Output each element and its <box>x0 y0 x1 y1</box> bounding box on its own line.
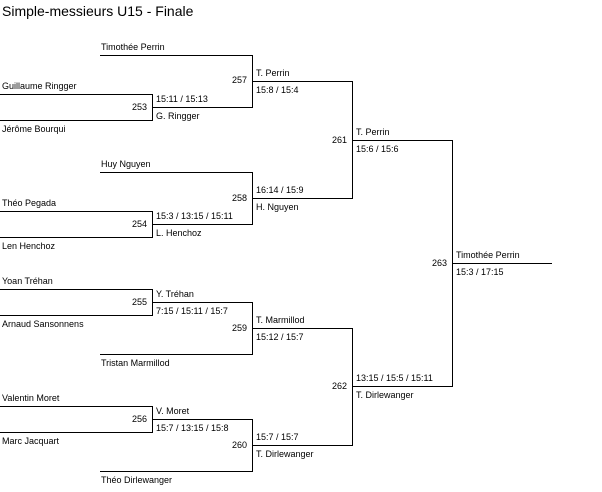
match-winner: T. Marmillod <box>256 315 305 325</box>
match-score: 15:6 / 15:6 <box>356 144 399 154</box>
match-number: 260 <box>231 440 247 450</box>
player-name: Jérôme Bourqui <box>2 124 66 134</box>
bracket-line <box>452 263 552 264</box>
match-score: 15:11 / 15:13 <box>156 94 208 104</box>
bracket-line <box>0 289 153 290</box>
match-number: 256 <box>131 414 147 424</box>
player-name: Valentin Moret <box>2 393 60 403</box>
bracket-line <box>100 471 253 472</box>
bracket-line <box>152 224 253 225</box>
bracket-line <box>252 81 353 82</box>
bracket-line <box>0 211 153 212</box>
bracket-line <box>252 328 353 329</box>
player-name: Huy Nguyen <box>101 159 151 169</box>
bracket-line <box>0 94 153 95</box>
bracket-line <box>252 445 353 446</box>
match-score: 15:7 / 13:15 / 15:8 <box>156 423 229 433</box>
match-number: 254 <box>131 219 147 229</box>
match-number: 257 <box>231 75 247 85</box>
bracket-line <box>100 354 253 355</box>
player-name: Guillaume Ringger <box>2 81 77 91</box>
player-name: Len Henchoz <box>2 241 56 251</box>
page-title: Simple-messieurs U15 - Finale <box>2 3 194 19</box>
player-name: Théo Pegada <box>2 198 57 208</box>
match-winner: T. Dirlewanger <box>356 390 414 400</box>
match-number: 253 <box>131 102 147 112</box>
bracket-line <box>0 406 153 407</box>
match-number: 259 <box>231 323 247 333</box>
final-winner: Timothée Perrin <box>456 250 520 260</box>
final-score: 15:3 / 17:15 <box>456 267 504 277</box>
match-number: 263 <box>431 258 447 268</box>
bracket-line <box>352 386 453 387</box>
bracket-line <box>0 315 153 316</box>
player-name: Arnaud Sansonnens <box>2 319 84 329</box>
bracket-line <box>152 419 253 420</box>
match-number: 258 <box>231 193 247 203</box>
match-winner: Y. Tréhan <box>156 289 194 299</box>
bracket-line <box>0 120 153 121</box>
match-winner: G. Ringger <box>156 111 200 121</box>
match-score: 15:7 / 15:7 <box>256 432 299 442</box>
player-name: Tristan Marmillod <box>101 358 170 368</box>
match-score: 15:12 / 15:7 <box>256 332 304 342</box>
bracket-line <box>352 328 353 446</box>
bracket-line <box>0 237 153 238</box>
bracket-line <box>100 55 253 56</box>
match-number: 262 <box>331 381 347 391</box>
match-winner: V. Moret <box>156 406 190 416</box>
match-score: 7:15 / 15:11 / 15:7 <box>156 306 228 316</box>
bracket-line <box>152 107 253 108</box>
bracket-line <box>100 172 253 173</box>
match-winner: H. Nguyen <box>256 202 299 212</box>
match-winner: T. Perrin <box>356 127 390 137</box>
bracket-line <box>152 302 253 303</box>
player-name: Yoan Tréhan <box>2 276 53 286</box>
match-number: 261 <box>331 135 347 145</box>
player-name: Théo Dirlewanger <box>101 475 173 485</box>
match-score: 13:15 / 15:5 / 15:11 <box>356 373 433 383</box>
player-name: Timothée Perrin <box>101 42 165 52</box>
bracket-line <box>0 432 153 433</box>
player-name: Marc Jacquart <box>2 436 60 446</box>
match-winner: L. Henchoz <box>156 228 202 238</box>
match-score: 15:8 / 15:4 <box>256 85 299 95</box>
match-winner: T. Perrin <box>256 68 290 78</box>
bracket-line <box>352 140 453 141</box>
match-score: 16:14 / 15:9 <box>256 185 304 195</box>
match-score: 15:3 / 13:15 / 15:11 <box>156 211 233 221</box>
match-winner: T. Dirlewanger <box>256 449 314 459</box>
bracket-line <box>252 198 353 199</box>
match-number: 255 <box>131 297 147 307</box>
